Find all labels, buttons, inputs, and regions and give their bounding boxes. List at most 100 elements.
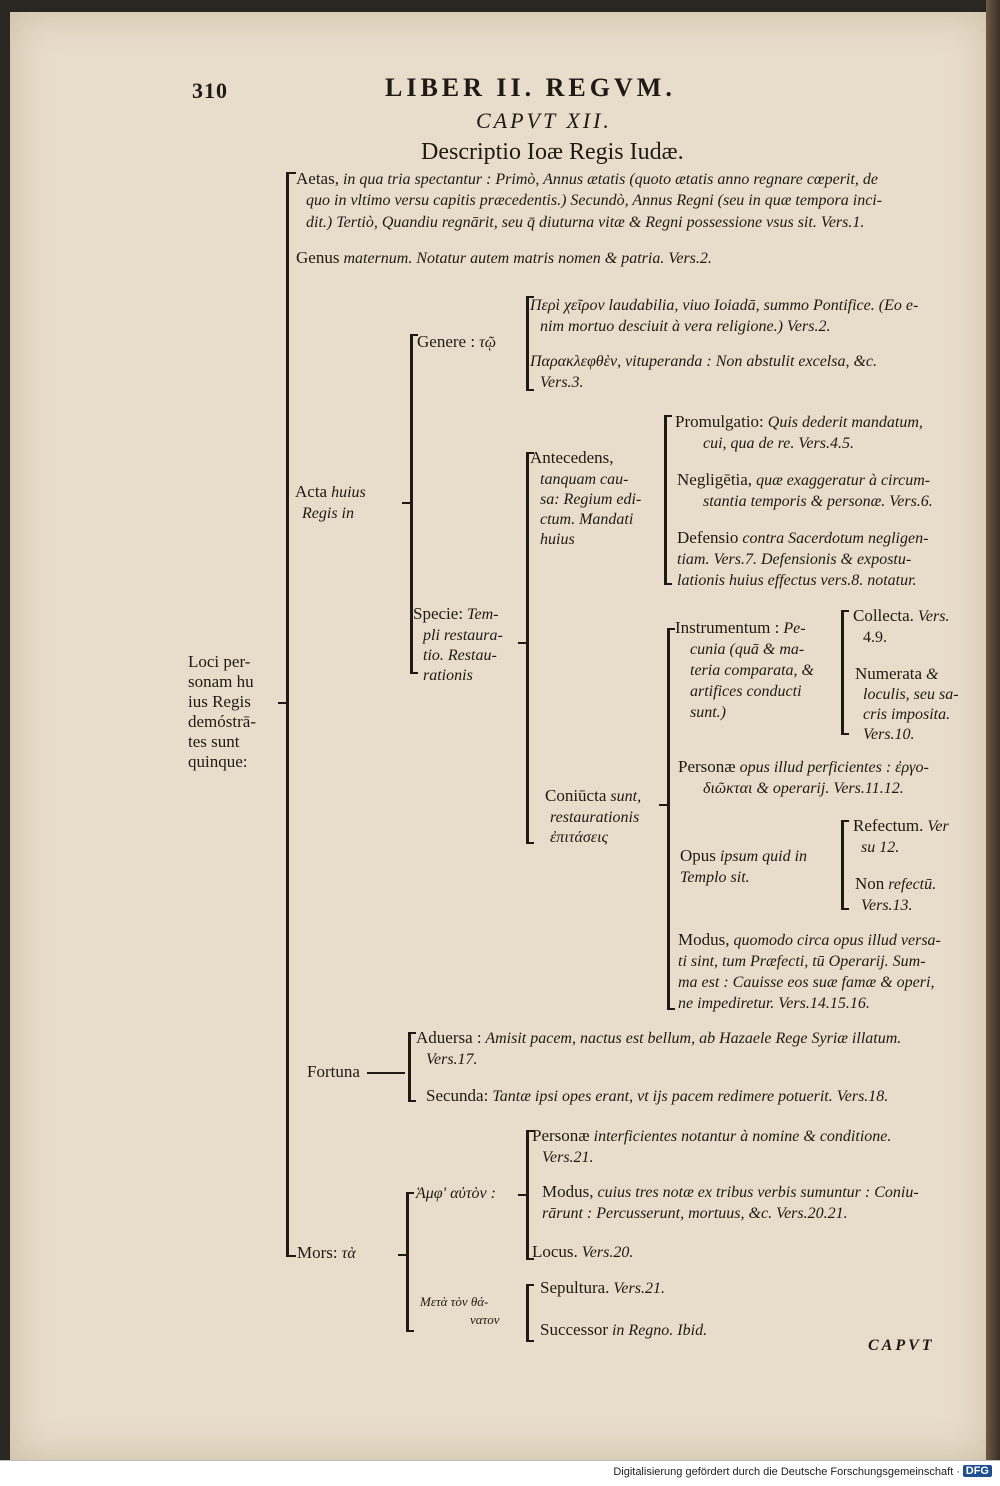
fortuna-brace <box>408 1032 411 1102</box>
aduersa-text: Amisit pacem, nactus est bellum, ab Haza… <box>481 1030 902 1047</box>
catchword: CAPVT <box>868 1337 935 1354</box>
negligentia-term: Negligētia, <box>677 470 753 489</box>
fortuna-label: Fortuna <box>307 1062 360 1081</box>
coniuncta-text: sunt, <box>606 788 642 805</box>
brace-tick <box>526 296 534 298</box>
collecta-term: Collecta. <box>853 606 914 625</box>
genus-term: Genus <box>296 248 340 267</box>
mors-text: τὰ <box>337 1245 356 1262</box>
secunda-line: Secunda: Tantæ ipsi opes erant, vt ijs p… <box>426 1086 888 1106</box>
aetas-line-3: dit.) Tertiò, Quandiu regnārit, seu q̄ d… <box>306 214 865 231</box>
numerata-line-2: loculis, seu sa- <box>863 686 959 703</box>
defensio-term: Defensio <box>677 528 739 547</box>
non-refectum-line: Non refectū. <box>855 874 936 894</box>
specie-text: Tem- <box>463 606 499 623</box>
instrumentum-line-3: teria comparata, & <box>690 662 814 679</box>
brace-tick <box>286 172 296 174</box>
root-label-line: ius Regis <box>188 692 251 711</box>
brace-tick <box>841 820 849 822</box>
numerata-term: Numerata <box>855 664 923 683</box>
promulgatio-term: Promulgatio: <box>675 412 764 431</box>
specie-term: Specie: <box>413 604 464 623</box>
mors-modus-text: cuius tres notæ ex tribus verbis sumuntu… <box>593 1184 919 1201</box>
antecedens-label: Antecedens, <box>530 448 614 467</box>
brace-tick <box>526 452 534 454</box>
root-label: Loci per- sonam hu ius Regis demóstrā- t… <box>188 652 256 772</box>
brace-tick <box>526 1130 534 1132</box>
antecedens-label-5: huius <box>540 531 575 548</box>
chapter-heading: CAPVT XII. <box>476 108 612 133</box>
brace-tick <box>667 628 675 630</box>
sepultura-line: Sepultura. Vers.21. <box>540 1278 665 1298</box>
genere-term: Genere : <box>417 332 476 351</box>
page-title: Descriptio Ioæ Regis Iudæ. <box>421 139 684 165</box>
aduersa-term: Aduersa : <box>416 1028 482 1047</box>
modus-text: quomodo circa opus illud versa- <box>729 932 941 949</box>
brace-tick <box>526 842 534 844</box>
opus-line-2: Templo sit. <box>680 869 750 886</box>
acta-text: huius <box>327 484 366 501</box>
genere-praise-2: nim mortuo desciuit à vera religione.) V… <box>540 318 831 335</box>
aetas-text: in qua tria spectantur : Primò, Annus æt… <box>338 171 878 188</box>
root-label-line: tes sunt <box>188 732 240 751</box>
defensio-line: Defensio contra Sacerdotum negligen- <box>677 528 928 548</box>
coniuncta-label-2: restaurationis <box>550 809 640 826</box>
personae-text: opus illud perficientes : ἐργο- <box>735 759 929 776</box>
brace-tick <box>526 389 534 391</box>
mors-locus-term: Locus. <box>532 1242 578 1261</box>
brace-tick <box>667 1008 675 1010</box>
footer-bar: Digitalisierung gefördert durch die Deut… <box>0 1460 1000 1486</box>
acta-label: Acta huius <box>295 482 366 502</box>
collecta-line-2: 4.9. <box>863 629 887 646</box>
brace-tick <box>410 334 418 336</box>
mors-personae-term: Personæ <box>532 1126 590 1145</box>
sepultura-term: Sepultura. <box>540 1278 610 1297</box>
genere-blame-1: Παρακλεφθὲν, vituperanda : Non abstulit … <box>530 353 878 370</box>
brace-point <box>398 1254 408 1256</box>
modus-line-2: ti sint, tum Præfecti, tū Operarij. Sum- <box>678 953 926 970</box>
mors-modus-line: Modus, cuius tres notæ ex tribus verbis … <box>542 1182 919 1202</box>
non-refectum-text: refectū. <box>884 876 937 893</box>
running-head: LIBER II. REGVM. <box>385 73 676 102</box>
mors-modus-line-2: rārunt : Percusserunt, mortuus, &c. Vers… <box>542 1205 848 1222</box>
modus-line: Modus, quomodo circa opus illud versa- <box>678 930 941 950</box>
antecedens-label-3: sa: Regium edi- <box>540 491 642 508</box>
aduersa-line-2: Vers.17. <box>426 1051 478 1068</box>
mors-post-label-2: νατον <box>470 1312 500 1327</box>
coniuncta-label: Coniūcta sunt, <box>545 786 641 806</box>
brace-tick <box>841 610 849 612</box>
opus-term: Opus <box>680 846 716 865</box>
instrumentum-term: Instrumentum : <box>675 618 780 637</box>
brace-tick <box>841 733 849 735</box>
specie-label-3: tio. Restau- <box>423 647 497 664</box>
brace-tick <box>408 1032 416 1034</box>
numerata-line-3: cris imposita. <box>863 706 951 723</box>
coniuncta-term: Coniūcta <box>545 786 607 805</box>
instrumentum-text: Pe- <box>779 620 806 637</box>
root-label-line: quinque: <box>188 752 248 771</box>
refectum-term: Refectum. <box>853 816 924 835</box>
aetas-line-2: quo in vltimo versu capitis præcedentis.… <box>306 192 883 209</box>
aetas-term: Aetas, <box>296 169 339 188</box>
opus-brace <box>841 820 844 910</box>
numerata-line-4: Vers.10. <box>863 726 915 743</box>
genus-text: maternum. Notatur autem matris nomen & p… <box>339 250 712 267</box>
root-label-line: Loci per- <box>188 652 251 671</box>
refectum-text: Ver <box>923 818 949 835</box>
collecta-line: Collecta. Vers. <box>853 606 949 626</box>
brace-tick <box>286 1255 296 1257</box>
genere-label: Genere : τῷ <box>417 332 496 352</box>
collecta-text: Vers. <box>913 608 950 625</box>
opus-line: Opus ipsum quid in <box>680 846 807 866</box>
mors-post-label: Μετὰ τὸν θά- <box>420 1294 489 1309</box>
brace-tick <box>406 1192 414 1194</box>
successor-text: in Regno. Ibid. <box>607 1322 708 1339</box>
genere-text: τῷ <box>475 334 497 351</box>
antecedens-label-4: ctum. Mandati <box>540 511 634 528</box>
specie-label: Specie: Tem- <box>413 604 498 624</box>
brace-tick <box>526 1258 534 1260</box>
acta-label-2: Regis in <box>302 505 354 522</box>
instrumentum-line-5: sunt.) <box>690 704 726 721</box>
fortuna-dash <box>367 1072 405 1074</box>
specie-label-2: pli restaura- <box>423 627 503 644</box>
